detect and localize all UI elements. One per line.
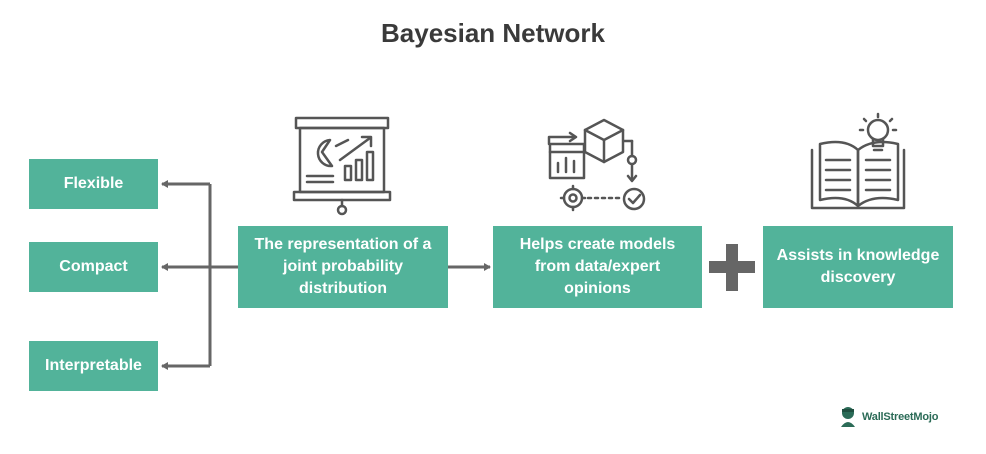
diagram-title: Bayesian Network	[381, 18, 605, 48]
wallstreetmojo-logo: WallStreetMojo	[838, 404, 938, 430]
box-knowledge: Assists in knowledge discovery	[763, 226, 953, 308]
logo-text: WallStreetMojo	[862, 411, 939, 423]
box-models: Helps create models from data/expert opi…	[493, 226, 702, 308]
box-compact: Compact	[29, 242, 158, 292]
mojo-mascot-icon	[841, 407, 855, 427]
box-interpretable: Interpretable	[29, 341, 158, 391]
box-flexible: Flexible	[29, 159, 158, 209]
box-joint-distribution: The representation of a joint probabilit…	[238, 226, 448, 308]
